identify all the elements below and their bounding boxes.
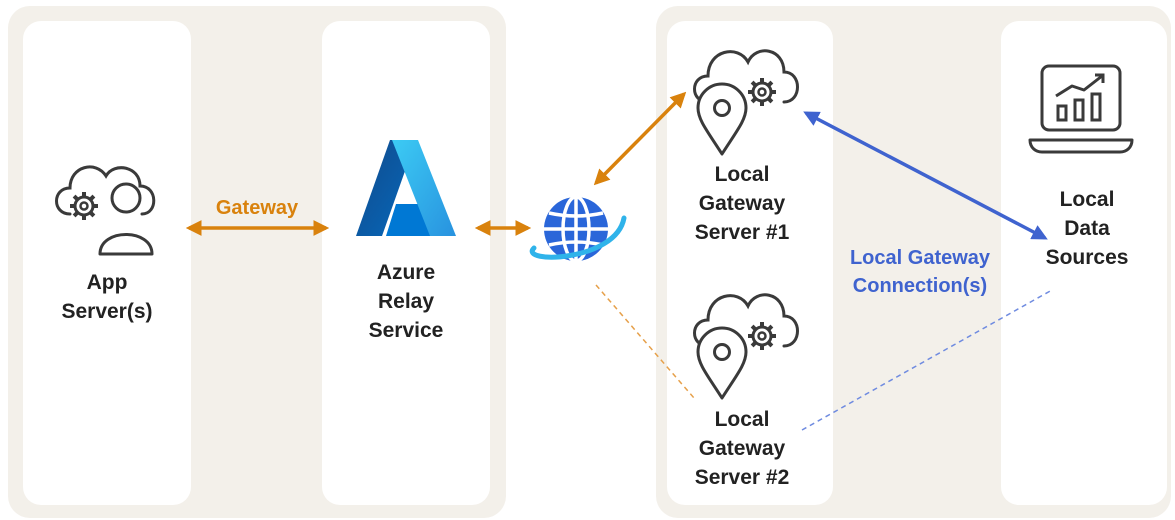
azure-relay-panel <box>322 21 490 505</box>
app-server-label: App Server(s) <box>61 271 153 323</box>
app-server-panel <box>23 21 191 505</box>
server1-datasources-arrow <box>803 111 1048 240</box>
local-gateway-connection-label: Local Gateway Connection(s) <box>849 247 991 297</box>
azure-relay-label: Azure Relay Service <box>368 261 444 342</box>
cloud-gear-user-icon <box>55 165 156 256</box>
azure-logo-icon <box>356 140 456 236</box>
globe-icon <box>529 195 627 263</box>
internet-server1-arrow <box>593 91 687 186</box>
internet-server2-dashed-line <box>595 284 695 399</box>
data-sources-label: Local Data Sources <box>1045 188 1129 269</box>
laptop-chart-icon <box>1028 64 1134 154</box>
gateway-edge-label: Gateway <box>215 197 299 219</box>
gateway-server-1-label: Local Gateway Server #1 <box>694 163 790 244</box>
cloud-location-gear-icon <box>693 293 799 400</box>
cloud-location-gear-icon <box>693 49 799 156</box>
gateway-server-2-label: Local Gateway Server #2 <box>694 408 790 489</box>
server2-datasources-dashed-line <box>801 289 1053 431</box>
gateway-servers-panel <box>667 21 833 505</box>
